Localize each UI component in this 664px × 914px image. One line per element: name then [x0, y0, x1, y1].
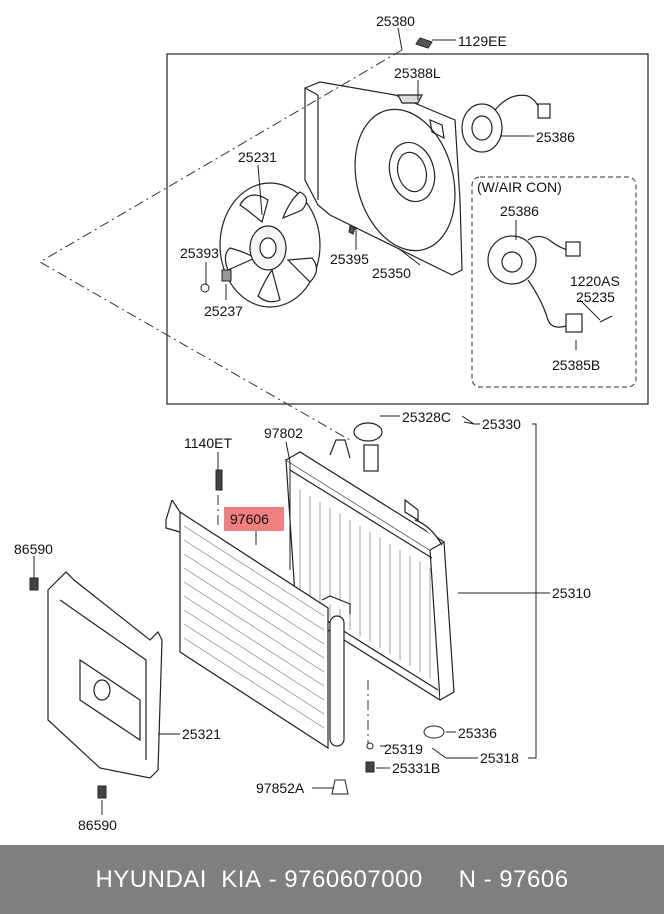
fan-motor-top — [461, 94, 551, 153]
callout-25393: 25393 — [180, 245, 219, 261]
radiator-cap — [353, 422, 383, 442]
bolts — [29, 469, 445, 799]
callout-25321: 25321 — [182, 726, 221, 742]
footer-ref-code: 97606 — [499, 865, 569, 893]
callout-25386-box: 25386 — [500, 203, 539, 219]
callout-wair-con: (W/AIR CON) — [477, 179, 562, 195]
callout-25336: 25336 — [458, 725, 497, 741]
upper-hardware — [200, 37, 433, 293]
callout-97606: 97606 — [230, 511, 269, 527]
callout-25310: 25310 — [552, 585, 591, 601]
lower-guard — [47, 571, 163, 779]
fan-shroud — [304, 81, 463, 276]
air-con-subframe — [471, 176, 637, 388]
callout-25395: 25395 — [330, 251, 369, 267]
fan-motor-aircon — [487, 235, 613, 333]
callout-25385b: 25385B — [552, 357, 600, 373]
callout-25380: 25380 — [376, 13, 415, 29]
callout-25388l: 25388L — [394, 65, 441, 81]
condenser — [165, 499, 351, 750]
highlight-97606 — [224, 507, 284, 531]
footer-spacer — [423, 866, 459, 894]
callout-25237: 25237 — [204, 303, 243, 319]
callout-25318: 25318 — [480, 750, 519, 766]
callout-97802: 97802 — [264, 425, 303, 441]
parts-diagram: 25380 1129EE 25388L 25386 25231 (W/AIR C… — [14, 13, 649, 833]
fan-assembly-frame — [166, 53, 649, 405]
radiator — [285, 439, 455, 702]
callout-25330: 25330 — [482, 416, 521, 432]
footer-ref-prefix: N — [458, 865, 477, 893]
callout-1140et: 1140ET — [184, 435, 232, 451]
callout-25319: 25319 — [384, 741, 423, 757]
callout-25331b: 25331B — [392, 760, 440, 776]
callout-25328c: 25328C — [402, 409, 451, 425]
part-number-footer: HYUNDAI KIA - 9760607000 N - 97606 — [0, 845, 664, 914]
callout-86590-bot: 86590 — [78, 817, 117, 833]
condenser-fins — [183, 525, 325, 729]
callout-97852a: 97852A — [256, 780, 305, 796]
footer-brand: HYUNDAI KIA — [95, 865, 262, 893]
callout-25231: 25231 — [238, 149, 277, 165]
footer-separator-2: - — [476, 865, 500, 893]
leader-lines — [33, 27, 601, 815]
footer-separator-1: - — [261, 865, 285, 893]
callout-1129ee: 1129EE — [458, 33, 507, 49]
fan-blade — [219, 182, 321, 308]
callout-25235: 25235 — [576, 289, 615, 305]
callout-1220as: 1220AS — [570, 273, 620, 289]
callout-86590-top: 86590 — [14, 541, 53, 557]
callout-25350: 25350 — [372, 265, 411, 281]
callout-25386-top: 25386 — [536, 129, 575, 145]
footer-part-number: 9760607000 — [284, 865, 423, 893]
